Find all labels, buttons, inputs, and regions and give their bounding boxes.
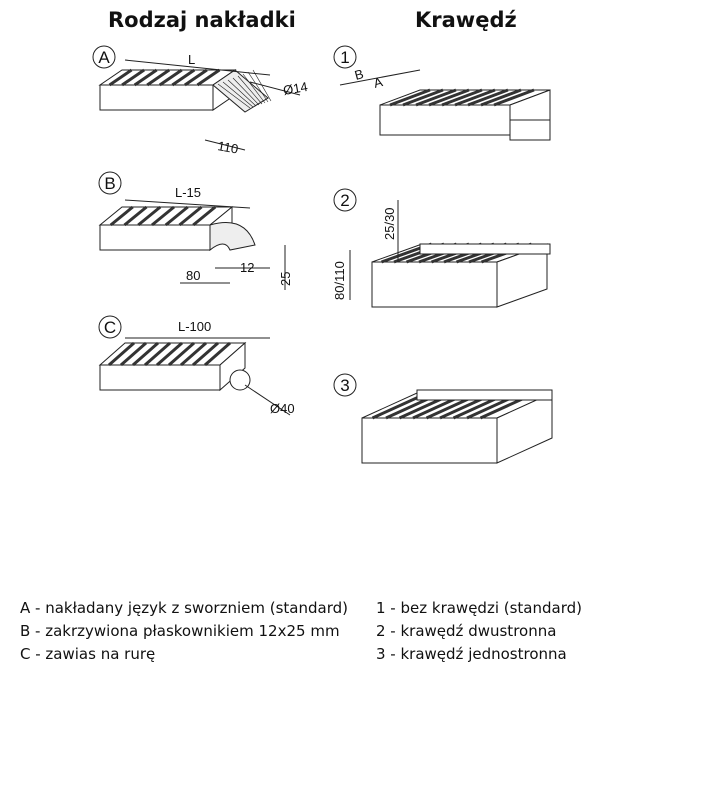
grating-edge-1-bar <box>389 88 431 107</box>
edge-1-profile <box>509 119 551 141</box>
marker-a-label: A <box>98 48 110 67</box>
marker-b: B <box>98 171 122 195</box>
grating-b-bar <box>123 205 148 227</box>
grating-edge-1-bar <box>454 88 496 107</box>
dim-edge2-edge: 25/30 <box>382 207 397 240</box>
grating-edge-1-bar <box>415 88 457 107</box>
grating-edge-1-bar <box>493 88 535 107</box>
marker-2-label: 2 <box>340 191 349 210</box>
grating-b-bar <box>109 205 134 227</box>
grating-edge-1-bar <box>467 88 509 107</box>
tongue-a-line <box>227 79 257 107</box>
marker-2: 2 <box>333 188 357 212</box>
marker-c-label: C <box>104 318 116 337</box>
pipe-c <box>229 369 251 391</box>
marker-3-label: 3 <box>340 376 349 395</box>
grating-edge-1-bar <box>441 88 483 107</box>
dim-b-12: 12 <box>240 260 254 275</box>
dim-a-tongue: 110 <box>216 138 239 156</box>
tongue-a-line <box>217 83 251 109</box>
tongue-a-line <box>247 71 269 103</box>
grating-a-bar <box>121 68 145 87</box>
title-edge: Krawędź <box>415 8 517 32</box>
grating-edge-1-front <box>379 104 511 136</box>
legend-item-3: 3 - krawędź jednostronna <box>376 645 567 663</box>
grating-edge-2-front <box>371 261 498 308</box>
dim-a-pin: Ø14 <box>282 79 309 98</box>
dim-c-pipe: Ø40 <box>270 401 295 416</box>
marker-3: 3 <box>333 373 357 397</box>
grating-edge-1-bar <box>480 88 522 107</box>
grating-edge-1-bar <box>402 88 444 107</box>
grating-c-bar <box>204 341 231 367</box>
marker-1: 1 <box>333 45 357 69</box>
grating-b-bar <box>164 205 189 227</box>
legend-item-2: 2 - krawędź dwustronna <box>376 622 557 640</box>
grating-b-bar <box>151 205 175 227</box>
grating-c-bar <box>192 341 219 367</box>
marker-1-label: 1 <box>340 48 349 67</box>
technical-drawings: A B C 1 2 3 L Ø14 110 L-15 80 12 25 L-10… <box>92 45 553 464</box>
tongue-a-line <box>232 77 260 106</box>
dim-edge1-a: A <box>372 74 385 91</box>
dim-line-c-pipe <box>244 384 291 416</box>
dim-line-b-length <box>124 199 251 209</box>
grating-c-front <box>99 364 221 391</box>
tongue-a-line <box>242 73 266 104</box>
dim-b-80: 80 <box>186 268 200 283</box>
dim-c-length: L-100 <box>178 319 211 334</box>
grating-a-bar <box>158 68 183 87</box>
legend-edges: 1 - bez krawędzi (standard) 2 - krawędź … <box>376 597 582 666</box>
legend-item-a: A - nakładany język z sworzniem (standar… <box>20 599 348 617</box>
legend-cover-types: A - nakładany język z sworzniem (standar… <box>20 597 348 666</box>
grating-edge-1-bar <box>428 88 470 107</box>
edge-2-back-strip <box>419 243 551 255</box>
legend-item-c: C - zawias na rurę <box>20 645 156 663</box>
dim-line-a-pin <box>249 81 301 96</box>
grating-c-bar <box>144 341 171 367</box>
edge-3-strip <box>416 389 553 401</box>
dim-edge2-height: 80/110 <box>332 261 347 300</box>
legend-item-b: B - zakrzywiona płaskownikiem 12x25 mm <box>20 622 340 640</box>
marker-c: C <box>98 315 122 339</box>
grating-a-bar <box>108 68 133 87</box>
dim-a-length: L <box>188 52 195 67</box>
grating-a-front <box>99 84 214 111</box>
dim-line-a-length <box>124 59 271 76</box>
grating-a-bar <box>171 68 196 87</box>
marker-a: A <box>92 45 116 69</box>
grating-c-bar <box>156 341 183 367</box>
grating-a-bar <box>196 68 221 87</box>
grating-c-bar <box>168 341 195 367</box>
grating-b-bar <box>178 205 203 227</box>
tongue-a-line <box>237 75 263 105</box>
dim-line-a-tongue <box>204 139 246 151</box>
grating-b-front <box>99 224 211 251</box>
grating-edge-3-front <box>361 417 498 464</box>
dim-b-length: L-15 <box>175 185 201 200</box>
grating-c-bar <box>132 341 159 367</box>
grating-c-side <box>219 341 246 392</box>
legend-item-1: 1 - bez krawędzi (standard) <box>376 599 582 617</box>
grating-edge-3-side <box>496 392 553 464</box>
dim-edge1-b: B <box>353 66 365 83</box>
grating-a-bar <box>146 68 171 87</box>
dim-b-25: 25 <box>278 272 293 286</box>
grating-c-bar <box>108 341 135 367</box>
curve-b <box>209 222 256 252</box>
grating-c-bar <box>180 341 207 367</box>
grating-a-bar <box>133 68 158 87</box>
marker-b-label: B <box>104 174 115 193</box>
grating-a-bar <box>184 68 208 87</box>
grating-b-bar <box>192 205 217 227</box>
grating-b-bar <box>137 205 162 227</box>
grating-c-bar <box>120 341 147 367</box>
drawing-shapes <box>98 59 553 464</box>
title-cover-type: Rodzaj nakładki <box>108 8 296 32</box>
dim-line-edge-1 <box>339 69 421 86</box>
tongue-a-line <box>222 81 254 108</box>
tongue-a <box>212 69 269 113</box>
